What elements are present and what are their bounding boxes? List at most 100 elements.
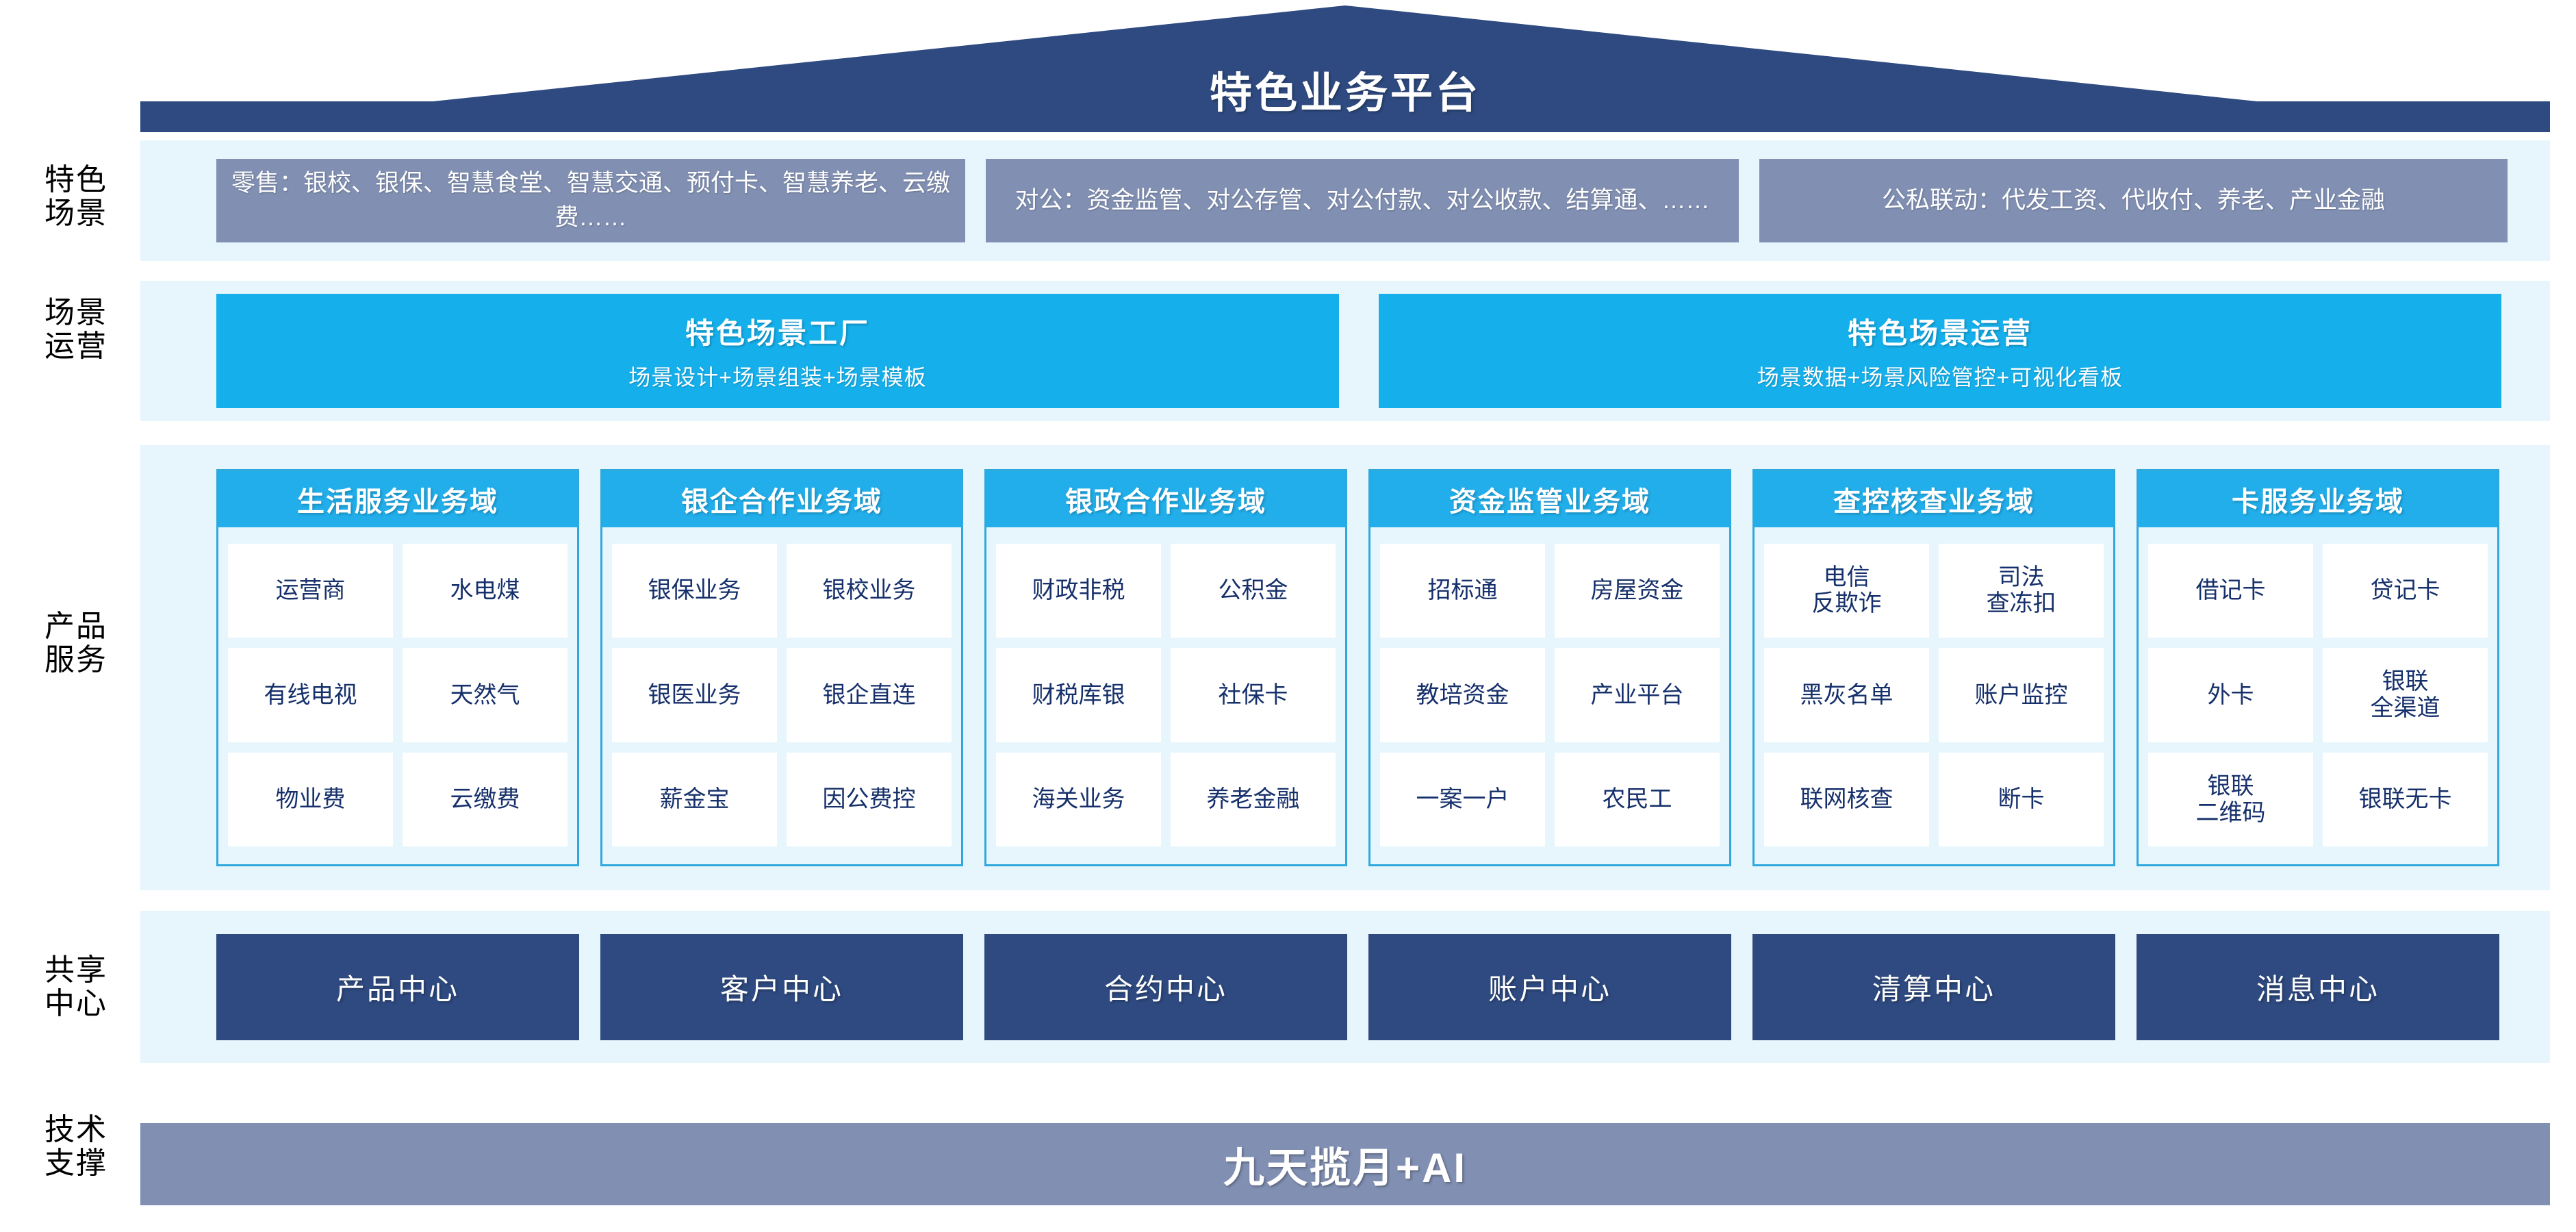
shared-center-customer[interactable]: 客户中心 bbox=[600, 933, 963, 1040]
domain-cell[interactable]: 社保卡 bbox=[1171, 648, 1336, 742]
domain-cell[interactable]: 农民工 bbox=[1555, 752, 1720, 847]
operation-title: 特色场景工厂 bbox=[685, 317, 870, 349]
domain-cells: 电信 反欺诈 司法 查冻扣 黑灰名单 账户监控 联网核查 断卡 bbox=[1755, 527, 2113, 864]
domain-cell[interactable]: 外卡 bbox=[2148, 648, 2313, 742]
domain-cell-row: 黑灰名单 账户监控 bbox=[1764, 648, 2104, 742]
domain-cell[interactable]: 银联 全渠道 bbox=[2323, 648, 2488, 742]
domain-cell-row: 外卡 银联 全渠道 bbox=[2148, 648, 2488, 742]
domain-cell-row: 银医业务 银企直连 bbox=[612, 648, 952, 742]
domain-cell[interactable]: 教培资金 bbox=[1380, 648, 1545, 742]
domain-cell[interactable]: 一案一户 bbox=[1380, 752, 1545, 847]
product-domain-card-services[interactable]: 卡服务业务域 借记卡 贷记卡 外卡 银联 全渠道 银联 二维码 银联无卡 bbox=[2137, 469, 2499, 866]
domain-cell[interactable]: 银保业务 bbox=[612, 543, 777, 638]
product-domain-list: 生活服务业务域 运营商 水电煤 有线电视 天然气 物业费 云缴费 bbox=[140, 469, 2550, 866]
operation-box-scene-factory[interactable]: 特色场景工厂 场景设计+场景组装+场景模板 bbox=[216, 294, 1339, 408]
operation-subtitle: 场景数据+场景风险管控+可视化看板 bbox=[1757, 365, 2124, 390]
domain-cell[interactable]: 借记卡 bbox=[2148, 543, 2313, 638]
domain-cell[interactable]: 账户监控 bbox=[1939, 648, 2104, 742]
domain-title: 资金监管业务域 bbox=[1370, 471, 1729, 527]
domain-cell[interactable]: 电信 反欺诈 bbox=[1764, 543, 1929, 638]
domain-cells: 招标通 房屋资金 教培资金 产业平台 一案一户 农民工 bbox=[1370, 527, 1729, 864]
domain-cell[interactable]: 司法 查冻扣 bbox=[1939, 543, 2104, 638]
domain-cell-row: 教培资金 产业平台 bbox=[1380, 648, 1720, 742]
scenario-box-linkage[interactable]: 公私联动：代发工资、代收付、养老、产业金融 bbox=[1759, 159, 2508, 242]
domain-cell[interactable]: 银企直连 bbox=[787, 648, 952, 742]
row-label-scenarios: 特色 场景 bbox=[44, 163, 107, 231]
domain-cell-row: 物业费 云缴费 bbox=[228, 752, 568, 847]
domain-cell[interactable]: 因公费控 bbox=[787, 752, 952, 847]
domain-cell-row: 财税库银 社保卡 bbox=[996, 648, 1336, 742]
band-shared-centers: 产品中心 客户中心 合约中心 账户中心 清算中心 消息中心 bbox=[140, 911, 2550, 1063]
domain-cell-row: 一案一户 农民工 bbox=[1380, 752, 1720, 847]
row-label-operations: 场景 运营 bbox=[44, 296, 107, 364]
domain-cell[interactable]: 运营商 bbox=[228, 543, 393, 638]
domain-cell[interactable]: 招标通 bbox=[1380, 543, 1545, 638]
domain-title: 卡服务业务域 bbox=[2139, 471, 2497, 527]
domain-cell[interactable]: 银校业务 bbox=[787, 543, 952, 638]
domain-cell[interactable]: 产业平台 bbox=[1555, 648, 1720, 742]
domain-cell[interactable]: 公积金 bbox=[1171, 543, 1336, 638]
domain-cell-row: 薪金宝 因公费控 bbox=[612, 752, 952, 847]
scenario-box-list: 零售：银校、银保、智慧食堂、智慧交通、预付卡、智慧养老、云缴费…… 对公：资金监… bbox=[140, 140, 2550, 261]
product-domain-life-services[interactable]: 生活服务业务域 运营商 水电煤 有线电视 天然气 物业费 云缴费 bbox=[216, 469, 579, 866]
domain-cell-row: 财政非税 公积金 bbox=[996, 543, 1336, 638]
domain-cell[interactable]: 银联 二维码 bbox=[2148, 752, 2313, 847]
scenario-box-corporate[interactable]: 对公：资金监管、对公存管、对公付款、对公收款、结算通、…… bbox=[986, 159, 1739, 242]
domain-cell-row: 电信 反欺诈 司法 查冻扣 bbox=[1764, 543, 2104, 638]
operation-title: 特色场景运营 bbox=[1847, 317, 2032, 349]
shared-center-contract[interactable]: 合约中心 bbox=[984, 933, 1347, 1040]
scenario-box-retail[interactable]: 零售：银校、银保、智慧食堂、智慧交通、预付卡、智慧养老、云缴费…… bbox=[216, 159, 965, 242]
domain-cell[interactable]: 云缴费 bbox=[403, 752, 568, 847]
domain-cell-row: 银保业务 银校业务 bbox=[612, 543, 952, 638]
product-domain-fund-supervision[interactable]: 资金监管业务域 招标通 房屋资金 教培资金 产业平台 一案一户 农民工 bbox=[1368, 469, 1731, 866]
domain-cell-row: 运营商 水电煤 bbox=[228, 543, 568, 638]
product-domain-investigation[interactable]: 查控核查业务域 电信 反欺诈 司法 查冻扣 黑灰名单 账户监控 联网核查 断卡 bbox=[1752, 469, 2115, 866]
domain-cells: 借记卡 贷记卡 外卡 银联 全渠道 银联 二维码 银联无卡 bbox=[2139, 527, 2497, 864]
domain-title: 生活服务业务域 bbox=[218, 471, 577, 527]
domain-cell-row: 有线电视 天然气 bbox=[228, 648, 568, 742]
domain-cell[interactable]: 有线电视 bbox=[228, 648, 393, 742]
roof-shape-icon bbox=[140, 5, 2550, 132]
domain-cell[interactable]: 断卡 bbox=[1939, 752, 2104, 847]
operation-box-list: 特色场景工厂 场景设计+场景组装+场景模板 特色场景运营 场景数据+场景风险管控… bbox=[140, 281, 2550, 421]
tech-support-bar[interactable]: 九天揽月+AI bbox=[140, 1123, 2550, 1205]
shared-center-message[interactable]: 消息中心 bbox=[2137, 933, 2499, 1040]
domain-cells: 银保业务 银校业务 银医业务 银企直连 薪金宝 因公费控 bbox=[602, 527, 961, 864]
shared-center-account[interactable]: 账户中心 bbox=[1368, 933, 1731, 1040]
domain-cell[interactable]: 财税库银 bbox=[996, 648, 1161, 742]
domain-cell[interactable]: 薪金宝 bbox=[612, 752, 777, 847]
domain-cell[interactable]: 养老金融 bbox=[1171, 752, 1336, 847]
platform-title-banner: 特色业务平台 bbox=[140, 5, 2550, 132]
domain-cells: 运营商 水电煤 有线电视 天然气 物业费 云缴费 bbox=[218, 527, 577, 864]
domain-cell-row: 海关业务 养老金融 bbox=[996, 752, 1336, 847]
domain-cell[interactable]: 天然气 bbox=[403, 648, 568, 742]
domain-cell[interactable]: 联网核查 bbox=[1764, 752, 1929, 847]
domain-cell-row: 联网核查 断卡 bbox=[1764, 752, 2104, 847]
domain-cell[interactable]: 房屋资金 bbox=[1555, 543, 1720, 638]
domain-cell[interactable]: 水电煤 bbox=[403, 543, 568, 638]
band-products: 生活服务业务域 运营商 水电煤 有线电视 天然气 物业费 云缴费 bbox=[140, 445, 2550, 890]
domain-cell[interactable]: 银联无卡 bbox=[2323, 752, 2488, 847]
domain-title: 查控核查业务域 bbox=[1755, 471, 2113, 527]
domain-title: 银政合作业务域 bbox=[986, 471, 1345, 527]
domain-cell[interactable]: 物业费 bbox=[228, 752, 393, 847]
shared-center-product[interactable]: 产品中心 bbox=[216, 933, 579, 1040]
band-scenarios: 零售：银校、银保、智慧食堂、智慧交通、预付卡、智慧养老、云缴费…… 对公：资金监… bbox=[140, 140, 2550, 261]
domain-title: 银企合作业务域 bbox=[602, 471, 961, 527]
product-domain-bank-enterprise[interactable]: 银企合作业务域 银保业务 银校业务 银医业务 银企直连 薪金宝 因公费控 bbox=[600, 469, 963, 866]
shared-center-list: 产品中心 客户中心 合约中心 账户中心 清算中心 消息中心 bbox=[140, 911, 2550, 1063]
domain-cell-row: 借记卡 贷记卡 bbox=[2148, 543, 2488, 638]
product-domain-bank-government[interactable]: 银政合作业务域 财政非税 公积金 财税库银 社保卡 海关业务 养老金融 bbox=[984, 469, 1347, 866]
shared-center-settlement[interactable]: 清算中心 bbox=[1752, 933, 2115, 1040]
operation-subtitle: 场景设计+场景组装+场景模板 bbox=[628, 365, 927, 390]
domain-cell[interactable]: 海关业务 bbox=[996, 752, 1161, 847]
domain-cell[interactable]: 银医业务 bbox=[612, 648, 777, 742]
domain-cell[interactable]: 财政非税 bbox=[996, 543, 1161, 638]
domain-cell-row: 银联 二维码 银联无卡 bbox=[2148, 752, 2488, 847]
operation-box-scene-ops[interactable]: 特色场景运营 场景数据+场景风险管控+可视化看板 bbox=[1379, 294, 2501, 408]
band-operations: 特色场景工厂 场景设计+场景组装+场景模板 特色场景运营 场景数据+场景风险管控… bbox=[140, 281, 2550, 421]
domain-cell[interactable]: 黑灰名单 bbox=[1764, 648, 1929, 742]
domain-cell[interactable]: 贷记卡 bbox=[2323, 543, 2488, 638]
row-label-products: 产品 服务 bbox=[44, 609, 107, 677]
